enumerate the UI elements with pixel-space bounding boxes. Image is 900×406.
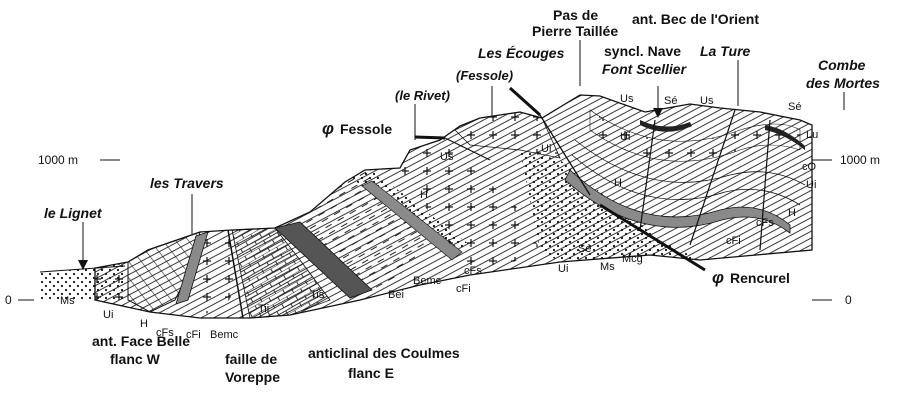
fm-us-right: Us: [700, 95, 714, 107]
label-des-mortes: des Mortes: [806, 75, 880, 91]
western-urgonian: [95, 262, 128, 300]
label-voreppe: Voreppe: [225, 369, 280, 385]
ecouges-fault-lower: [539, 114, 591, 196]
fm-bemc-left: Bemc: [210, 329, 239, 341]
label-la-ture: La Ture: [700, 43, 751, 59]
combe-dark-core: [765, 125, 805, 150]
label-les-travers: les Travers: [150, 175, 224, 191]
top-plateau: [454, 111, 561, 159]
scale-0-left: 0: [5, 293, 12, 307]
ture-fault: [689, 109, 736, 246]
fm-co: cO: [802, 161, 817, 173]
fm-se-right: Sé: [788, 101, 801, 113]
label-flanc-e: flanc E: [348, 365, 394, 381]
fm-lu: Lu: [806, 129, 818, 141]
label-ant-bec: ant. Bec de l'Orient: [632, 11, 759, 27]
nave-arrowhead: [653, 108, 663, 118]
fm-ms-mid: Ms: [600, 261, 615, 273]
fm-us-top: Us: [620, 93, 634, 105]
fm-cfs-left: cFs: [156, 327, 174, 339]
syncline-fault: [639, 119, 656, 231]
syncline-grey-band: [564, 169, 791, 234]
phi-rencurel-icon: φ: [712, 268, 724, 287]
western-crosses: [188, 230, 235, 314]
fm-h-syn: H: [614, 177, 622, 189]
fm-h-right: H: [788, 207, 796, 219]
label-les-ecouges: Les Écouges: [478, 45, 565, 61]
fm-ui-mid: Ui: [558, 263, 568, 275]
fm-ui-right: Ui: [806, 179, 816, 191]
label-syncl-nave: syncl. Nave: [604, 43, 681, 59]
scale-1000-right: 1000 m: [840, 153, 880, 167]
label-fault-fessole: Fessole: [340, 121, 392, 137]
fm-cfi-right: cFi: [726, 235, 741, 247]
label-faille-de: faille de: [225, 351, 277, 367]
label-le-rivet: (le Rivet): [395, 88, 450, 103]
fm-til: Tii: [258, 303, 269, 315]
fm-cfi-mid: cFi: [456, 283, 471, 295]
label-fault-rencurel: Rencurel: [730, 270, 790, 286]
fm-cfs-mid: cFs: [464, 265, 482, 277]
label-pierre-taillee: Pierre Taillée: [532, 23, 618, 39]
mid-urgonian: [400, 140, 540, 275]
scale-1000-left: 1000 m: [38, 153, 78, 167]
combe-fault: [759, 119, 771, 251]
label-font-scellier: Font Scellier: [602, 61, 688, 77]
fm-ui-top: Ui: [541, 143, 551, 155]
fm-cfs-right: cFs: [756, 217, 774, 229]
ecouges-fault: [508, 86, 542, 117]
lignet-arrowhead: [78, 260, 88, 270]
label-le-lignet: le Lignet: [44, 205, 103, 221]
fm-cfi-left: cFi: [186, 329, 201, 341]
fm-mcg: Mcg: [622, 253, 643, 265]
label-fessole-paren: (Fessole): [456, 68, 513, 83]
fessole-fault-line: [414, 135, 446, 140]
label-pas-de: Pas de: [553, 7, 598, 23]
fm-bei: Bei: [388, 289, 404, 301]
syncline-dark-core: [640, 120, 692, 132]
rencurel-fault: [599, 203, 706, 272]
fm-ui-left: Ui: [103, 309, 113, 321]
fessole-fault-lower: [444, 137, 491, 161]
fm-ms-left: Ms: [60, 295, 75, 307]
fm-bemc-mid: Bemc: [413, 275, 442, 287]
fm-h-mid: H: [420, 189, 428, 201]
fm-ui-syn: Ui: [620, 131, 630, 143]
syncline-upper: [589, 109, 801, 162]
label-flanc-w: flanc W: [110, 351, 161, 367]
fm-se-mid: Sé: [578, 243, 591, 255]
label-combe: Combe: [818, 57, 866, 73]
label-anticlinal: anticlinal des Coulmes: [308, 345, 460, 361]
syncline-lines-2: [571, 154, 801, 206]
voreppe-fault: [227, 229, 244, 319]
label-ant-face-belle: ant. Face Belle: [92, 333, 190, 349]
fm-se-syn: Sé: [664, 95, 677, 107]
syncline-lines-1: [574, 139, 806, 186]
marl-dashes: [300, 170, 430, 290]
fm-tis: Tis: [310, 289, 325, 301]
fm-us-mid: Us: [440, 151, 454, 163]
scale-0-right: 0: [845, 293, 852, 307]
fm-h-left: H: [140, 318, 148, 330]
phi-fessole-icon: φ: [322, 119, 334, 138]
